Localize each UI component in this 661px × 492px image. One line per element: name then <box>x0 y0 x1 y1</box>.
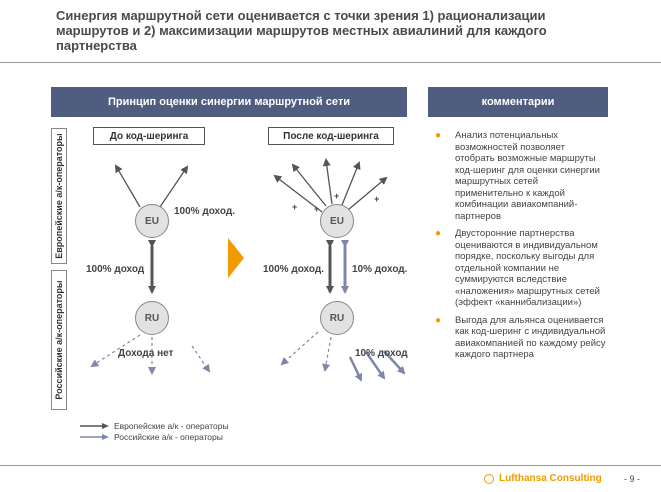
after-eu-route-1 <box>273 174 323 213</box>
bullet-dot-icon: ● <box>435 314 442 326</box>
before-eu-node: EU <box>135 204 169 238</box>
lufthansa-crane-icon <box>484 473 494 484</box>
before-eu-income-label: 100% доход. <box>174 206 235 217</box>
before-eu-route-right <box>159 165 189 208</box>
comment-item: ● Анализ потенциальных возможностей позв… <box>435 130 607 222</box>
before-ru-node: RU <box>135 301 169 335</box>
after-ru-income-label: 10% доход <box>355 348 408 359</box>
comment-item: ● Выгода для альянса оценивается как код… <box>435 315 607 361</box>
before-ru-route-right <box>191 345 211 373</box>
comment-text: Анализ потенциальных возможностей позвол… <box>455 130 600 222</box>
side-label-ru: Российские а/к-операторы <box>51 270 67 410</box>
after-left-income-label: 100% доход. <box>263 264 324 275</box>
plus-sign: + <box>292 202 298 212</box>
comment-item: ● Двусторонние партнерства оцениваются в… <box>435 228 607 309</box>
after-eu-route-4 <box>341 161 361 206</box>
after-ru-route-left <box>280 331 319 366</box>
page-number: - 9 - <box>624 474 641 484</box>
bullet-dot-icon: ● <box>435 228 442 239</box>
after-eu-route-2 <box>291 163 327 207</box>
comments-list: ● Анализ потенциальных возможностей позв… <box>435 130 607 367</box>
legend-ru-arrow-icon <box>80 433 109 440</box>
bottom-divider <box>0 465 661 466</box>
after-eu-route-5 <box>347 176 388 211</box>
after-ru-route-solid-2 <box>364 351 386 380</box>
after-right-income-label: 10% доход. <box>352 264 408 275</box>
bullet-dot-icon: ● <box>435 130 442 141</box>
after-ru-node: RU <box>320 301 354 335</box>
transition-arrow-icon <box>228 238 244 278</box>
legend-ru-label: Российские а/к - операторы <box>114 431 223 442</box>
page-title: Синергия маршрутной сети оценивается с т… <box>56 8 547 53</box>
legend-eu-label: Европейские а/к - операторы <box>114 420 229 431</box>
after-ru-route-solid-1 <box>348 356 363 382</box>
legend-eu-arrow-icon <box>80 422 109 429</box>
after-eu-route-3 <box>322 158 333 205</box>
before-codeshare-label: До код-шеринга <box>93 127 205 145</box>
top-divider <box>0 62 661 63</box>
plus-sign: + <box>314 204 320 214</box>
brand: Lufthansa Consulting <box>484 473 602 484</box>
before-eu-route-left <box>114 164 141 208</box>
comment-text: Двусторонние партнерства оцениваются в и… <box>455 228 600 308</box>
comment-text: Выгода для альянса оценивается как код-ш… <box>455 314 606 361</box>
after-ru-route-mid <box>322 336 332 372</box>
before-ru-income-label: 100% доход <box>86 264 145 275</box>
after-ru-route-solid-3 <box>383 350 406 375</box>
before-no-income-label: Дохода нет <box>118 348 174 359</box>
comments-heading: комментарии <box>428 87 608 117</box>
legend: Европейские а/к - операторы Российские а… <box>80 420 229 442</box>
legend-item-eu: Европейские а/к - операторы <box>80 420 229 431</box>
plus-sign: + <box>374 194 380 204</box>
side-label-eu: Европейские а/к-операторы <box>51 128 67 264</box>
after-eu-node: EU <box>320 204 354 238</box>
plus-sign: + <box>334 191 340 201</box>
legend-item-ru: Российские а/к - операторы <box>80 431 229 442</box>
brand-name: Lufthansa Consulting <box>499 473 602 484</box>
diagram-heading: Принцип оценки синергии маршрутной сети <box>51 87 407 117</box>
after-codeshare-label: После код-шеринга <box>268 127 394 145</box>
